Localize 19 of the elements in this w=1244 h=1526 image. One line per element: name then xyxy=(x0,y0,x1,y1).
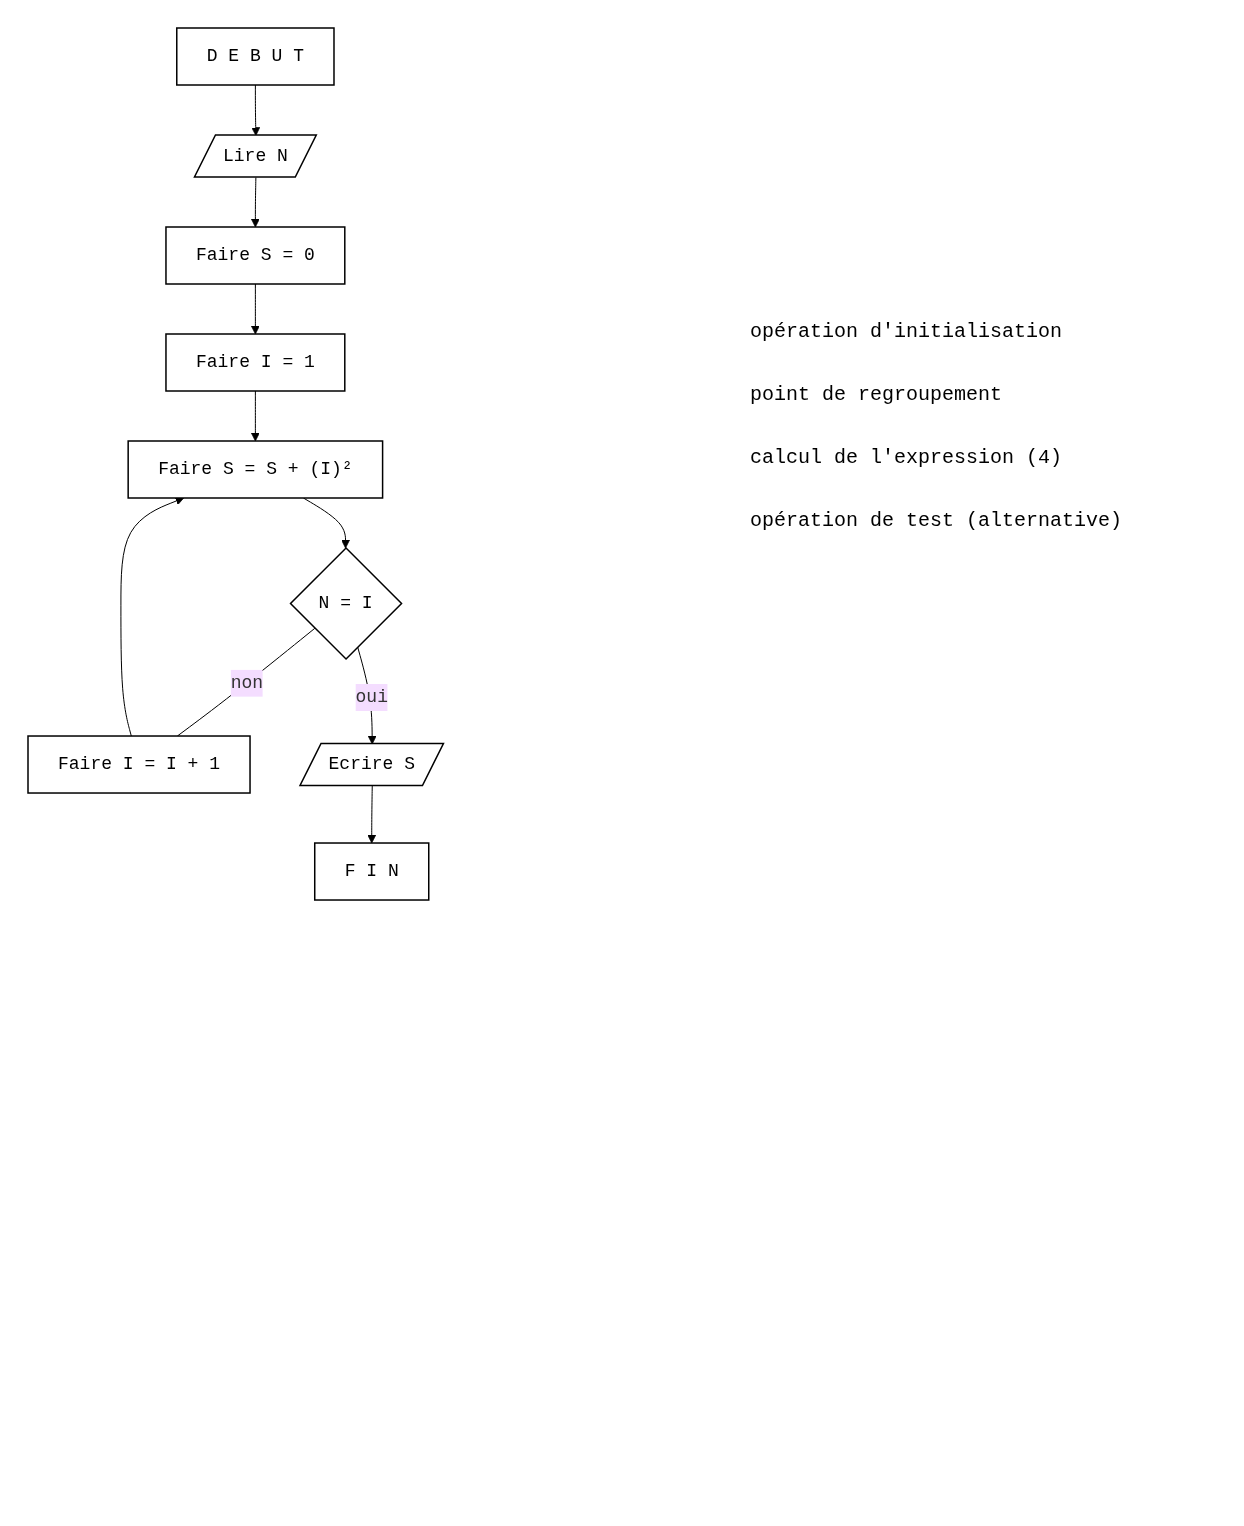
annotation-text: opération de test (alternative) xyxy=(750,509,1123,532)
edge-label: oui xyxy=(355,687,388,708)
node-diamond: N = I xyxy=(289,546,403,661)
node-box: Faire S = S + (I)² xyxy=(127,440,384,499)
annotation-text: calcul de l'expression (4) xyxy=(750,446,1064,469)
node-box: Faire S = 0 xyxy=(165,226,346,285)
node-box: Faire I = 1 xyxy=(165,333,346,392)
arrow xyxy=(367,785,377,844)
annotation-text: point de regroupement xyxy=(750,383,1004,406)
arrow xyxy=(251,84,261,136)
node-box: D E B U T xyxy=(176,27,335,86)
node-box: Faire I = I + 1 xyxy=(27,735,251,794)
edge-label: non xyxy=(230,672,264,693)
arrow xyxy=(251,390,260,442)
arrow xyxy=(251,177,260,228)
node-box: F I N xyxy=(314,842,430,901)
arrow xyxy=(251,283,260,335)
connector xyxy=(176,627,316,737)
annotation-text: opération d'initialisation xyxy=(750,320,1064,343)
